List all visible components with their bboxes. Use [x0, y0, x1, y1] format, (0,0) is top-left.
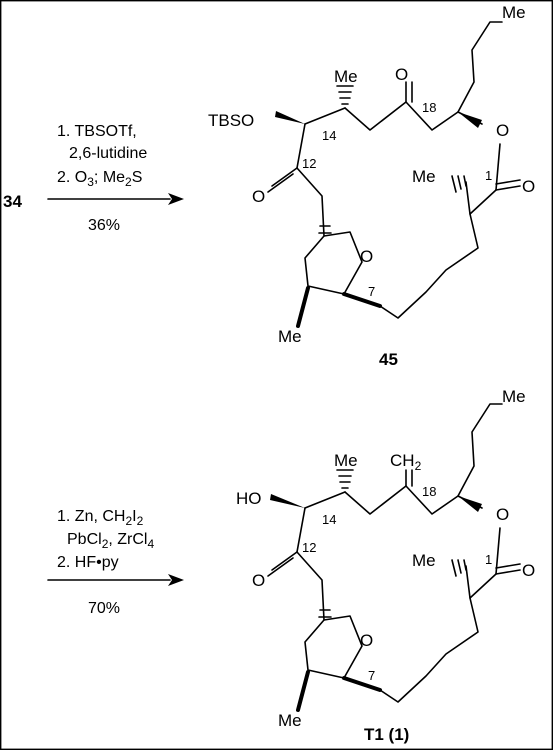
t1-c10-hash-bond	[318, 609, 332, 618]
t1-locant-1: 1	[485, 552, 492, 567]
c45-thf-oxygen: O	[360, 247, 373, 266]
c45-c12-oxygen: O	[252, 187, 265, 206]
start-compound-label: 34	[3, 192, 22, 211]
t1-locant-18: 18	[422, 484, 436, 499]
c45-ester-ring-oxygen: O	[496, 121, 509, 140]
t1-methylene: CH2	[390, 451, 422, 473]
t1-ester-carbonyl-oxygen: O	[522, 561, 535, 580]
c45-locant-12: 12	[302, 156, 316, 171]
reaction-2-step1: 1. Zn, CH2I2	[57, 508, 144, 528]
reaction-1-step2: 2. O3; Me2S	[57, 169, 142, 189]
t1-locant-14: 14	[322, 512, 336, 527]
reaction-1-step1b: 2,6-lutidine	[69, 145, 147, 162]
reaction-1-step1: 1. TBSOTf,	[57, 123, 137, 140]
t1-c2-methyl: Me	[412, 551, 436, 570]
reaction-2-conditions: 1. Zn, CH2I2 PbCl2, ZrCl4 2. HF•py 70%	[57, 508, 154, 617]
c45-locant-1: 1	[485, 168, 492, 183]
t1-c12-oxygen: O	[252, 571, 265, 590]
reaction-2-yield: 70%	[88, 600, 120, 617]
reaction-2-arrow	[47, 574, 184, 586]
c45-propyl-methyl: Me	[502, 3, 526, 22]
c45-c2-methyl: Me	[412, 167, 436, 186]
c45-ring-methyl: Me	[278, 327, 302, 346]
reaction-1-conditions: 1. TBSOTf, 2,6-lutidine 2. O3; Me2S 36%	[57, 123, 147, 234]
reaction-2-step1b: PbCl2, ZrCl4	[67, 531, 154, 551]
t1-propyl-methyl: Me	[502, 387, 526, 406]
reaction-2-step2: 2. HF•py	[57, 554, 119, 571]
c45-locant-18: 18	[422, 100, 436, 115]
c14-hash-bond	[336, 85, 354, 105]
reaction-1-yield: 36%	[88, 217, 120, 234]
compound-t1-structure	[267, 403, 521, 712]
c45-c14-methyl: Me	[334, 67, 358, 86]
c45-ester-carbonyl-oxygen: O	[522, 177, 535, 196]
t1-c14-methyl: Me	[334, 451, 358, 470]
c2-hash-bond	[451, 175, 467, 193]
c45-tbso-group: TBSO	[208, 111, 254, 130]
compound-t1-label: T1 (1)	[364, 725, 409, 744]
t1-locant-7: 7	[368, 668, 375, 683]
compound-45-label: 45	[379, 350, 398, 369]
t1-locant-12: 12	[302, 540, 316, 555]
t1-ester-ring-oxygen: O	[496, 505, 509, 524]
reaction-1-arrow	[47, 193, 184, 205]
t1-hydroxyl: HO	[236, 489, 262, 508]
c10-hash-bond	[318, 225, 332, 234]
c45-ketone-oxygen: O	[395, 65, 408, 84]
t1-ring-methyl: Me	[278, 711, 302, 730]
compound-45-structure	[267, 21, 521, 328]
c45-locant-14: 14	[322, 128, 336, 143]
t1-c14-hash-bond	[336, 469, 354, 489]
t1-c2-hash-bond	[451, 559, 467, 577]
c45-locant-7: 7	[368, 284, 375, 299]
t1-thf-oxygen: O	[360, 631, 373, 650]
